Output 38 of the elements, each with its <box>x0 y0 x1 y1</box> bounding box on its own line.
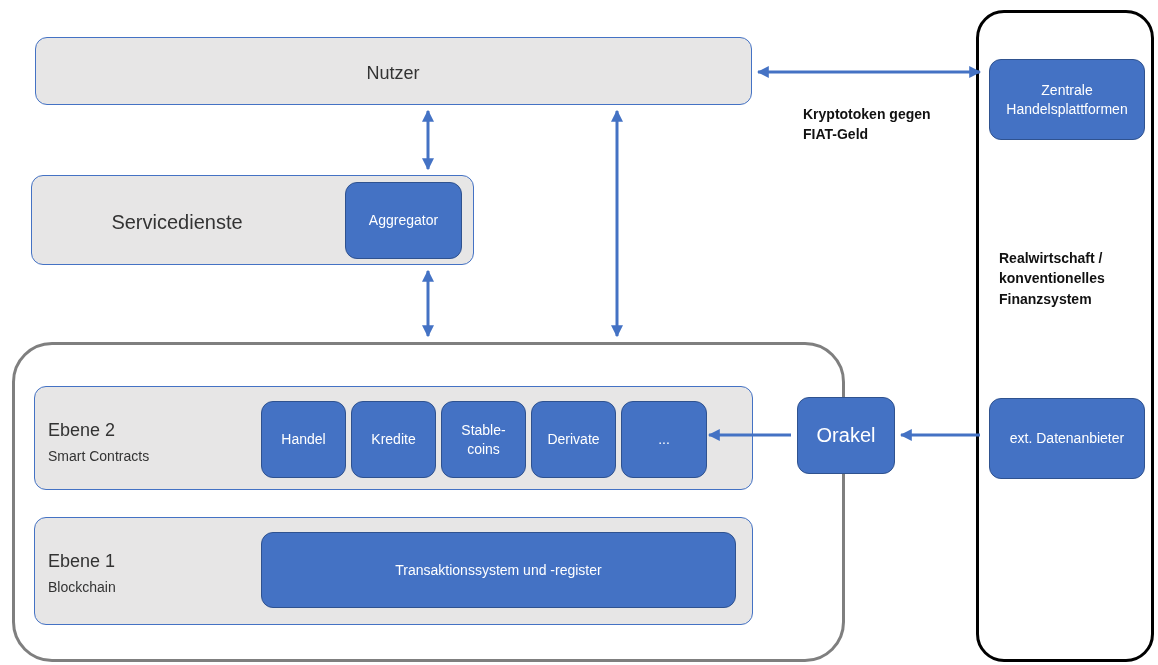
process-box <box>261 532 736 608</box>
box-label: Orakel <box>815 423 877 448</box>
process-box <box>261 401 346 478</box>
process-box <box>351 401 436 478</box>
arrow <box>707 429 791 441</box>
process-box <box>621 401 707 478</box>
box-label: Transaktionssystem und -register <box>394 560 603 580</box>
box-label: Kredite <box>370 430 417 449</box>
box-label: ext. Datenanbieter <box>1008 429 1126 448</box>
process-box <box>531 401 616 478</box>
layer-subtitle: Blockchain <box>48 578 117 597</box>
box-label: Stable- coins <box>460 420 507 459</box>
process-box <box>345 182 462 259</box>
layer-box <box>35 37 752 105</box>
box-label: Aggregator <box>367 211 440 230</box>
arrow <box>756 66 982 78</box>
layer-title: Ebene 1 <box>48 550 117 573</box>
box-label: ... <box>657 430 671 449</box>
process-box <box>441 401 526 478</box>
arrow <box>899 429 980 441</box>
process-box <box>989 398 1145 479</box>
arrow <box>422 269 434 338</box>
box-label: Derivate <box>546 430 601 449</box>
layer-subtitle: Smart Contracts <box>48 447 151 466</box>
process-box <box>989 59 1145 140</box>
arrow <box>422 109 434 171</box>
layer-title: Servicedienste <box>110 210 244 235</box>
layer-title: Ebene 2 <box>48 419 117 442</box>
layer-title: Realwirtschaft / konventionelles Finanzsystem <box>999 249 1106 309</box>
box-label: Handel <box>280 430 327 449</box>
arrow <box>611 109 623 338</box>
box-label: Zentrale Handelsplattformen <box>1005 80 1129 119</box>
layer-title: Nutzer <box>365 62 421 85</box>
group-frame <box>976 10 1154 662</box>
process-box <box>797 397 895 474</box>
layer-box <box>34 517 753 625</box>
layer-box <box>31 175 474 265</box>
layer-box <box>34 386 753 490</box>
